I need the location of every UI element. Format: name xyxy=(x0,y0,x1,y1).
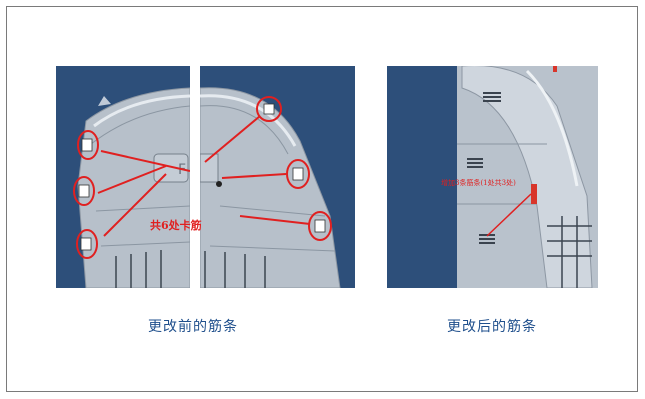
before-part-right-drawing xyxy=(200,66,355,288)
before-callout-label: 共6处卡筋 xyxy=(150,219,202,232)
after-callout-label: 增加3条筋条(1处共3处) xyxy=(441,179,516,187)
after-caption: 更改后的筋条 xyxy=(447,319,537,335)
before-image-left: F xyxy=(56,66,190,288)
before-part-left-drawing: F xyxy=(56,66,190,288)
before-image-right xyxy=(200,66,355,288)
after-part-drawing xyxy=(387,66,598,288)
after-image xyxy=(387,66,598,288)
before-caption: 更改前的筋条 xyxy=(148,319,238,335)
